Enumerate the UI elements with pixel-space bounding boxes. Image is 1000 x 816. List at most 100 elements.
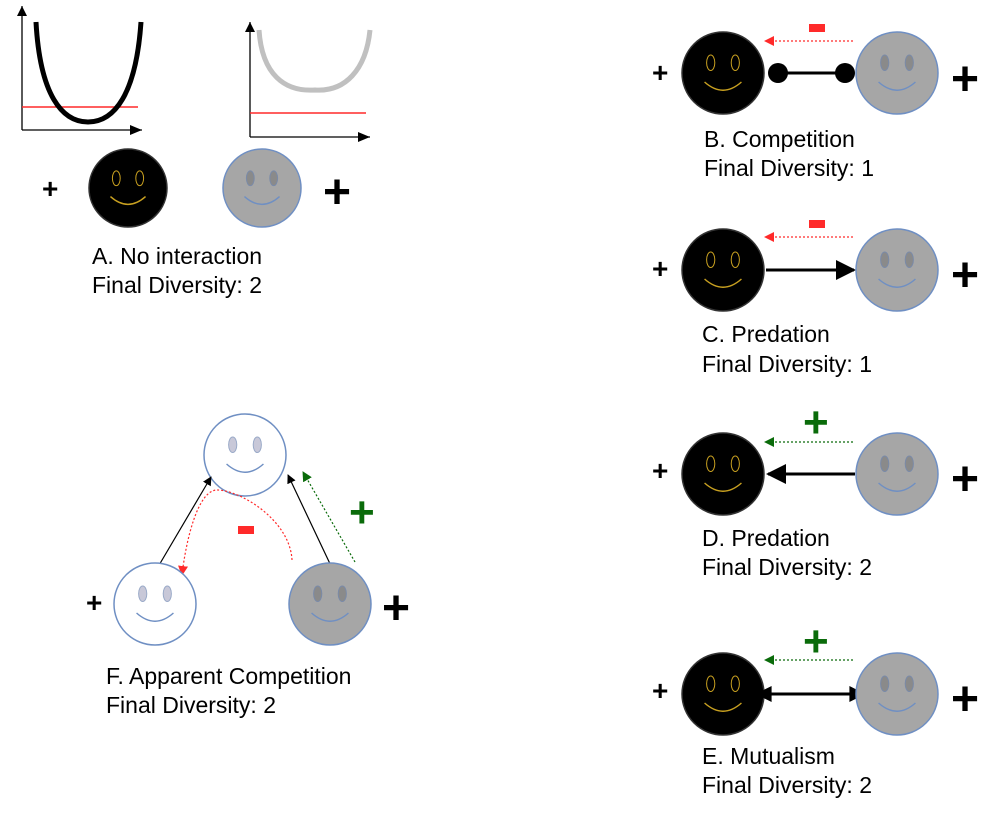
panel-d: + + + <box>652 398 979 516</box>
panel-f-title: F. Apparent Competition <box>106 663 352 689</box>
face-eye <box>730 455 740 473</box>
competition-node <box>835 63 855 83</box>
positive-sign: + <box>349 488 375 537</box>
face-eye <box>138 585 148 603</box>
face-circle <box>681 652 765 736</box>
x-axis-arrowhead <box>358 132 370 142</box>
face-eye <box>880 251 890 269</box>
competition-node <box>768 63 788 83</box>
face-circle <box>222 148 302 228</box>
negative-sign <box>809 220 825 228</box>
x-axis-arrowhead <box>130 125 142 135</box>
panel-e-title: E. Mutualism <box>702 743 835 769</box>
face-eye <box>904 455 914 473</box>
growth-plus-small: + <box>652 455 668 486</box>
face-mouth <box>704 482 742 492</box>
face-eye <box>313 585 323 603</box>
predator-smiley-icon <box>203 413 287 497</box>
face-circle <box>855 432 939 516</box>
panel-a-diversity: Final Diversity: 2 <box>92 272 262 298</box>
dark-species-smiley-icon <box>681 432 765 516</box>
growth-plus-small: + <box>42 173 58 204</box>
face-mouth <box>704 81 742 91</box>
panel-f: + + + <box>86 413 410 646</box>
panel-d-diversity: Final Diversity: 2 <box>702 554 872 580</box>
panel-e: + + + <box>652 617 979 736</box>
fitness-curve <box>256 29 373 93</box>
face-circle <box>203 413 287 497</box>
face-mouth <box>878 81 916 91</box>
face-eye <box>269 170 279 187</box>
face-mouth <box>704 702 742 712</box>
gray-species-smiley-icon <box>855 432 939 516</box>
panel-c-diversity: Final Diversity: 1 <box>702 351 872 377</box>
face-eye <box>730 54 740 72</box>
panel-d-title: D. Predation <box>702 525 830 551</box>
y-axis-arrowhead <box>245 22 255 32</box>
face-eye <box>880 675 890 693</box>
gray-species-smiley-icon <box>222 148 302 228</box>
face-mouth <box>136 612 174 622</box>
growth-plus-small: + <box>652 253 668 284</box>
face-eye <box>706 455 716 473</box>
prey-smiley-icon-gray <box>288 562 372 646</box>
face-eye <box>904 675 914 693</box>
growth-plus-small: + <box>652 57 668 88</box>
consumption-arrow <box>287 474 333 569</box>
face-eye <box>880 54 890 72</box>
face-mouth <box>243 196 281 206</box>
positive-effect-arrow <box>302 471 356 563</box>
panel-a-title: A. No interaction <box>92 243 263 269</box>
growth-plus-large: + <box>951 249 979 302</box>
negative-sign <box>809 24 825 32</box>
panel-a-species: + + <box>42 148 351 228</box>
face-eye <box>337 585 347 603</box>
panel-f-diversity: Final Diversity: 2 <box>106 692 276 718</box>
face-circle <box>113 562 197 646</box>
face-eye <box>730 251 740 269</box>
face-circle <box>681 31 765 115</box>
panel-a-graphs <box>17 6 373 142</box>
consumption-arrow <box>154 476 212 573</box>
face-eye <box>252 436 262 454</box>
face-eye <box>706 675 716 693</box>
growth-plus-small: + <box>652 675 668 706</box>
face-mouth <box>109 196 147 206</box>
face-circle <box>855 652 939 736</box>
face-eye <box>880 455 890 473</box>
panel-c-title: C. Predation <box>702 321 830 347</box>
face-mouth <box>311 612 349 622</box>
gray-species-smiley-icon <box>855 652 939 736</box>
growth-plus-large: + <box>951 53 979 106</box>
face-mouth <box>704 278 742 288</box>
fitness-curve <box>33 21 144 125</box>
growth-plus-large: + <box>951 453 979 506</box>
dark-species-smiley-icon <box>681 31 765 115</box>
growth-plus-small: + <box>86 587 102 618</box>
face-mouth <box>878 482 916 492</box>
face-mouth <box>878 702 916 712</box>
negative-effect-arrow <box>178 489 293 576</box>
face-eye <box>904 54 914 72</box>
panel-e-diversity: Final Diversity: 2 <box>702 772 872 798</box>
dark-species-smiley-icon <box>681 228 765 312</box>
growth-plus-large: + <box>382 582 410 635</box>
gray-species-smiley-icon <box>855 31 939 115</box>
face-eye <box>111 170 121 187</box>
face-circle <box>681 432 765 516</box>
panel-b-diversity: Final Diversity: 1 <box>704 155 874 181</box>
face-circle <box>855 31 939 115</box>
face-eye <box>228 436 238 454</box>
face-mouth <box>226 463 264 473</box>
face-circle <box>681 228 765 312</box>
growth-plus-large: + <box>951 673 979 726</box>
negative-sign <box>238 526 254 534</box>
y-axis-arrowhead <box>17 6 27 16</box>
positive-sign: + <box>803 398 829 447</box>
face-eye <box>162 585 172 603</box>
dark-species-smiley-icon <box>681 652 765 736</box>
face-eye <box>904 251 914 269</box>
panel-c: + + <box>652 220 979 312</box>
growth-plus-large: + <box>323 166 351 219</box>
